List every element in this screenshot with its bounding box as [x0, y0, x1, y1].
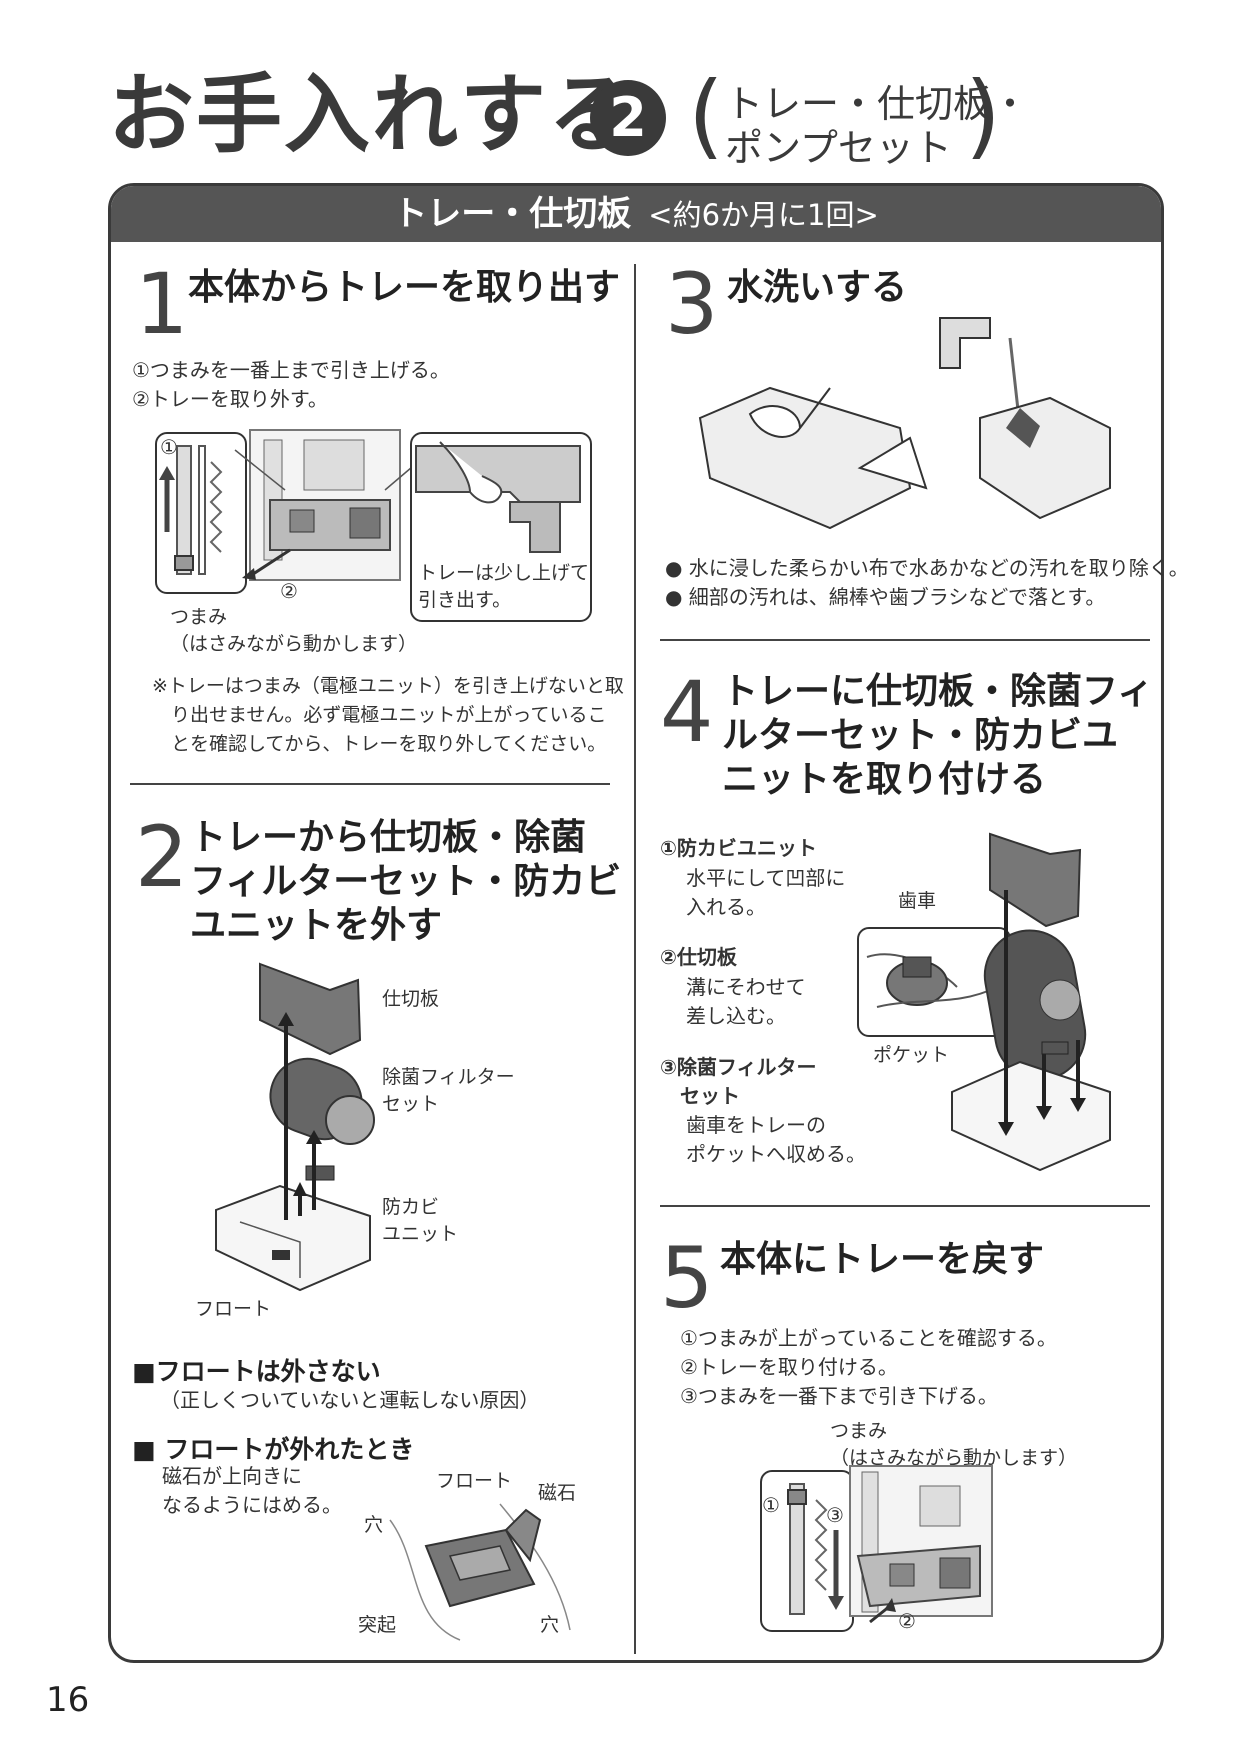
page-subtitle: トレー・仕切板・ ポンプセット	[725, 82, 1030, 170]
step4-item1-text: 水平にして凹部に 入れる。	[686, 866, 846, 919]
step4-number: 4	[660, 663, 714, 761]
subtitle-paren-open: (	[688, 62, 724, 169]
step1-fig-marker-1: ①	[160, 435, 178, 459]
step4-item2-text: 溝にそわせて 差し込む。	[686, 975, 806, 1028]
step1-knob-label: つまみ （はさみながら動かします）	[170, 606, 418, 655]
step1-callout-text: トレーは少し上げて 引き出す。	[418, 562, 590, 611]
step5-unit-drawing	[849, 1465, 993, 1624]
step4-label-pocket: ポケット	[873, 1044, 950, 1066]
step4-label-gear: 歯車	[898, 890, 937, 912]
step2-detached-text: 磁石が上向きに なるようにはめる。	[162, 1464, 342, 1517]
step2-float-drawing	[389, 1503, 571, 1641]
step4-assembly-drawing	[951, 832, 1111, 1172]
step2-heading: トレーから仕切板・除菌 フィルターセット・防カビ ユニットを外す	[190, 817, 622, 946]
column-divider	[634, 264, 636, 1654]
step2-label-protrusion: 突起	[358, 1614, 397, 1636]
step1-zoom-connector	[234, 449, 426, 491]
step5-instructions: ①つまみが上がっていることを確認する。 ②トレーを取り付ける。 ③つまみを一番下…	[680, 1326, 1057, 1408]
step4-item3-title: ③除菌フィルター セット	[660, 1055, 817, 1108]
step1-fig-marker-2: ②	[280, 579, 298, 603]
step2-number: 2	[135, 808, 189, 906]
section-title: トレー・仕切板	[393, 194, 632, 234]
step2-float-heading: ■フロートは外さない	[132, 1357, 381, 1386]
step2-label-hole2: 穴	[540, 1614, 560, 1636]
step2-label-mold: 防カビ ユニット	[382, 1196, 459, 1245]
step2-label-float2: フロート	[436, 1470, 513, 1492]
step4-item2-title: ②仕切板	[660, 945, 737, 969]
step4-gear-drawing	[866, 953, 998, 1008]
section-header: トレー・仕切板 <約6か月に1回>	[111, 186, 1161, 242]
step2-detached-heading: ■ フロートが外れたとき	[132, 1435, 415, 1464]
step2-exploded-drawing	[215, 962, 375, 1292]
step2-label-partition: 仕切板	[382, 988, 440, 1010]
step1-heading: 本体からトレーを取り出す	[188, 267, 621, 308]
title-number-badge: 2	[590, 80, 666, 156]
step1-bottom-divider	[130, 783, 610, 785]
step4-item1-title: ①防カビユニット	[660, 836, 817, 860]
step3-number: 3	[665, 255, 719, 353]
step3-heading: 水洗いする	[727, 267, 908, 308]
step2-label-float: フロート	[195, 1298, 272, 1320]
step4-heading: トレーに仕切板・除菌フィ ルターセット・防カビユ ニットを取り付ける	[722, 671, 1154, 800]
step2-label-filter: 除菌フィルター セット	[382, 1066, 515, 1115]
step1-hand-drawing	[415, 441, 581, 553]
step5-fig-marker-1: ①	[762, 1493, 780, 1517]
step2-float-reason: （正しくついていないと運転しない原因）	[160, 1388, 540, 1412]
step5-fig-marker-2: ②	[898, 1609, 916, 1633]
step5-number: 5	[660, 1229, 714, 1327]
step2-label-magnet: 磁石	[538, 1482, 577, 1504]
step3-bullet-1: ● 水に浸した柔らかい布で水あかなどの汚れを取り除く。	[665, 556, 1189, 580]
step3-bullet-2: ● 細部の汚れは、綿棒や歯ブラシなどで落とす。	[665, 585, 1106, 609]
step3-bottom-divider	[660, 639, 1150, 641]
step4-item3-text: 歯車をトレーの ポケットへ収める。	[686, 1113, 866, 1166]
step1-note: ※トレーはつまみ（電極ユニット）を引き上げないと取 り出せません。必ず電極ユニッ…	[152, 675, 624, 755]
step3-washing-drawing	[698, 317, 1111, 530]
page-number: 16	[46, 1680, 90, 1720]
step1-unit-drawing	[242, 429, 401, 581]
step1-knob-drawing	[159, 445, 223, 575]
section-frequency: <約6か月に1回>	[648, 198, 879, 232]
step5-heading: 本体にトレーを戻す	[720, 1239, 1045, 1280]
step5-fig-marker-3: ③	[826, 1503, 844, 1527]
section-frame: トレー・仕切板 <約6か月に1回>	[108, 183, 1164, 1663]
step5-knob-label: つまみ （はさみながら動かします）	[830, 1420, 1078, 1469]
subtitle-paren-close: )	[965, 62, 1001, 169]
step5-knob-drawing	[787, 1483, 844, 1615]
step1-instructions: ①つまみを一番上まで引き上げる。 ②トレーを取り外す。	[132, 358, 450, 411]
page-title: お手入れする	[108, 65, 636, 165]
step4-bottom-divider	[660, 1205, 1150, 1207]
step2-label-hole1: 穴	[364, 1514, 384, 1536]
step1-number: 1	[135, 255, 189, 353]
